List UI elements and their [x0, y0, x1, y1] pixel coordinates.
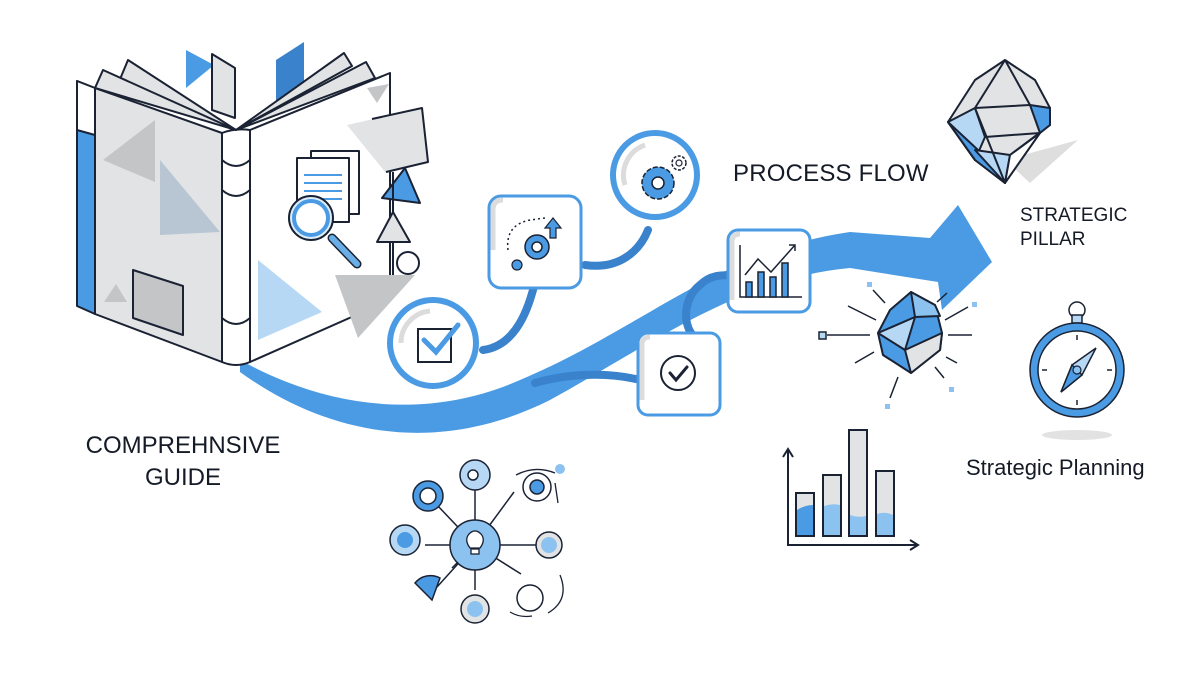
checkbox-icon	[417, 322, 461, 363]
strategic-planning-label: Strategic Planning	[966, 455, 1145, 480]
guide-line2: GUIDE	[144, 464, 221, 491]
gears-icon	[641, 155, 687, 200]
node-checkbox	[387, 297, 479, 389]
strategic-pillar-line2: PILLAR	[1020, 229, 1086, 250]
check-circle-icon	[660, 355, 696, 391]
node-gear-arrow	[487, 194, 583, 290]
bar-chart-icon	[782, 429, 920, 551]
lightbulb-network-icon	[389, 459, 565, 624]
node-bar-chart	[726, 228, 812, 314]
node-gears	[610, 130, 700, 220]
process-flow-label: PROCESS FLOW	[733, 160, 929, 187]
gem-burst-icon	[818, 282, 977, 409]
node-check-circle	[636, 331, 722, 417]
comprehensive-guide-label: COMPREHNSIVE GUIDE	[83, 430, 283, 494]
compass-icon	[1029, 301, 1125, 440]
bar-2	[822, 474, 842, 537]
bar-chart-trend-icon	[739, 244, 802, 298]
strategic-pillar-line1: STRATEGIC	[1020, 205, 1128, 226]
strategic-pillar-label: STRATEGIC PILLAR	[1020, 204, 1127, 252]
open-book-icon	[76, 42, 429, 366]
polyhedron-gem-icon	[947, 59, 1078, 184]
bar-1	[795, 492, 815, 537]
bar-4	[875, 470, 895, 537]
gear-arrow-icon	[506, 217, 563, 271]
guide-line1: COMPREHNSIVE	[85, 432, 281, 459]
bar-3	[848, 429, 868, 537]
